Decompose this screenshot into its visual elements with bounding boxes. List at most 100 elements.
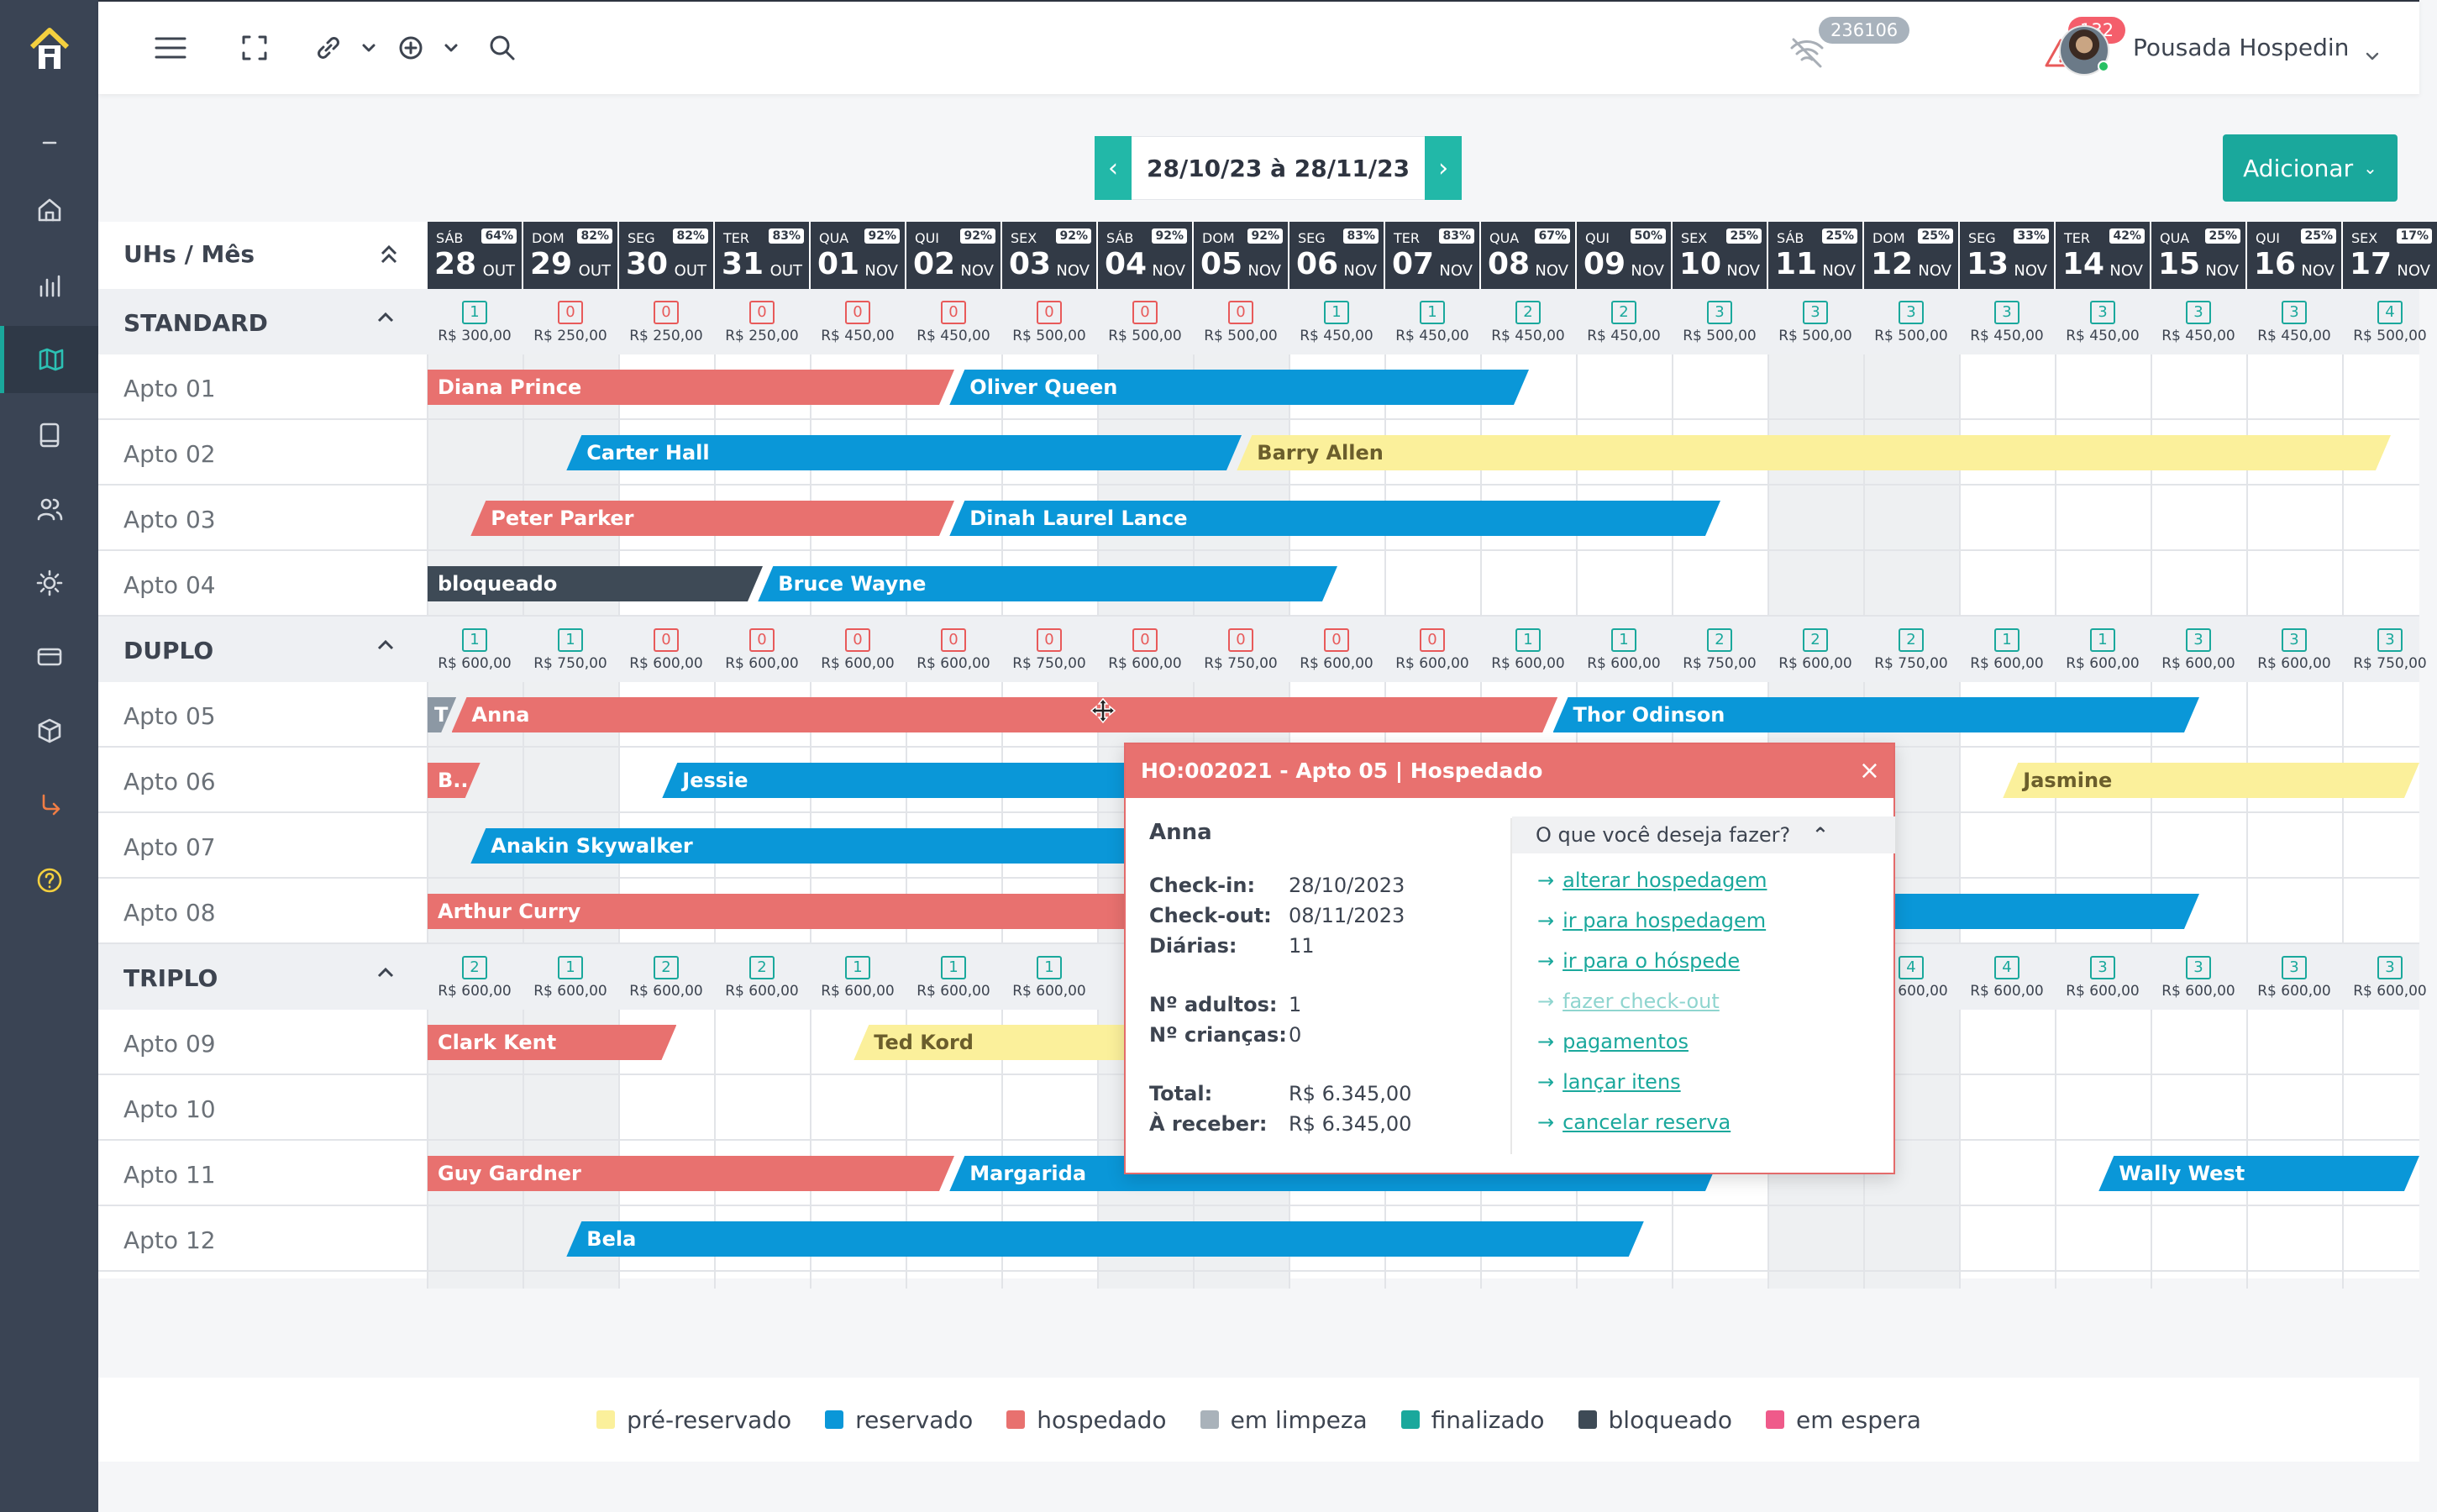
booking-bar[interactable]: Thor Odinson (1553, 697, 2200, 732)
room-name[interactable]: Apto 02 (123, 440, 216, 468)
booking-bar[interactable]: Peter Parker (470, 501, 954, 536)
wifi-off-icon[interactable] (1788, 32, 1825, 74)
room-name[interactable]: Apto 01 (123, 375, 216, 402)
room-name[interactable]: Apto 12 (123, 1226, 216, 1254)
daily-rate: R$ 600,00 (629, 983, 703, 1000)
booking-bar[interactable]: Oliver Queen (949, 370, 1529, 405)
daily-rate: R$ 600,00 (2161, 983, 2235, 1000)
collapse-menu-icon[interactable] (0, 109, 98, 176)
booking-bar[interactable]: bloqueado (428, 566, 763, 601)
booking-bar[interactable]: Barry Allen (1237, 435, 2391, 470)
booking-bar[interactable]: Anna (452, 697, 1558, 732)
booking-bar[interactable]: Clark Kent (428, 1025, 676, 1060)
room-name[interactable]: Apto 10 (123, 1095, 216, 1123)
booking-bar[interactable]: Wally West (2098, 1156, 2419, 1191)
booking-bar[interactable]: Bruce Wayne (758, 566, 1337, 601)
room-name[interactable]: Apto 05 (123, 702, 216, 730)
user-name[interactable]: Pousada Hospedin (2133, 34, 2350, 61)
booking-bar[interactable] (1864, 894, 2199, 929)
date-range-label[interactable]: 28/10/23 à 28/11/23 (1132, 136, 1426, 200)
next-period-button[interactable]: › (1425, 136, 1463, 200)
hamburger-menu-icon[interactable] (154, 27, 187, 69)
notification-badge[interactable]: 236106 (1819, 17, 1910, 44)
booking-bar[interactable]: B.. (428, 763, 481, 798)
home-icon[interactable] (0, 176, 98, 244)
user-chevron-down-icon[interactable] (2363, 35, 2382, 77)
collapse-all-icon[interactable] (379, 242, 399, 267)
month-abbr: NOV (2109, 262, 2143, 280)
action-link-fazer-check-out[interactable]: →fazer check-out (1537, 990, 1720, 1013)
booking-bar[interactable]: Guy Gardner (428, 1156, 954, 1191)
chart-icon[interactable] (0, 252, 98, 319)
add-circle-icon[interactable] (397, 27, 424, 69)
booking-bar[interactable]: Dinah Laurel Lance (949, 501, 1720, 536)
action-link-alterar-hospedagem[interactable]: →alterar hospedagem (1537, 869, 1767, 892)
help-icon[interactable] (0, 847, 98, 914)
action-link-pagamentos[interactable]: →pagamentos (1537, 1030, 1689, 1053)
link-chevron-down-icon[interactable] (360, 27, 377, 69)
map-icon[interactable] (0, 326, 98, 393)
room-name[interactable]: Apto 08 (123, 899, 216, 927)
add-chevron-down-icon[interactable] (443, 27, 460, 69)
sun-icon[interactable] (0, 549, 98, 617)
chevron-up-icon[interactable] (376, 307, 396, 328)
action-link-lan-ar-itens[interactable]: →lançar itens (1537, 1070, 1681, 1094)
room-name[interactable]: Apto 07 (123, 833, 216, 861)
booking-bar[interactable]: Jasmine (2003, 763, 2419, 798)
room-name[interactable]: Apto 06 (123, 768, 216, 795)
action-link-ir-para-o-h-spede[interactable]: →ir para o hóspede (1537, 949, 1740, 973)
hospedin-logo-icon[interactable] (29, 25, 71, 72)
credit-card-icon[interactable] (0, 623, 98, 690)
action-link-cancelar-reserva[interactable]: →cancelar reserva (1537, 1110, 1731, 1134)
booking-bar[interactable]: Diana Prince (428, 370, 954, 405)
action-link-ir-para-hospedagem[interactable]: →ir para hospedagem (1537, 909, 1766, 932)
book-icon[interactable] (0, 402, 98, 469)
actions-menu-header[interactable]: O que você deseja fazer? ⌃ (1512, 816, 1895, 853)
room-name[interactable]: Apto 09 (123, 1030, 216, 1058)
room-name[interactable]: Apto 03 (123, 506, 216, 533)
prev-period-button[interactable]: ‹ (1095, 136, 1132, 200)
room-name[interactable]: Apto 11 (123, 1161, 216, 1189)
chevron-up-icon[interactable] (376, 635, 396, 655)
chevron-up-icon[interactable] (376, 963, 396, 983)
box-icon[interactable] (0, 697, 98, 764)
booking-bar[interactable]: Bela (566, 1221, 1644, 1257)
search-icon[interactable] (488, 27, 517, 69)
fullscreen-icon[interactable] (241, 27, 268, 69)
booking-bar[interactable]: Anakin Skywalker (470, 828, 1146, 864)
booking-bar[interactable]: Ted Kord (853, 1025, 1146, 1060)
daily-rate: R$ 450,00 (1587, 328, 1661, 344)
users-icon[interactable] (0, 475, 98, 543)
booking-bar[interactable]: Jessie (662, 763, 1146, 798)
booking-bar[interactable]: Carter Hall (566, 435, 1242, 470)
room-name[interactable]: Apto 04 (123, 571, 216, 599)
booking-bar[interactable]: T (428, 697, 456, 732)
close-icon[interactable]: × (1858, 756, 1880, 785)
logout-icon[interactable] (0, 771, 98, 838)
link-icon[interactable] (315, 27, 342, 69)
add-button[interactable]: Adicionar⌄ (2223, 134, 2398, 202)
booking-bar[interactable]: Arthur Curry (428, 894, 1146, 929)
